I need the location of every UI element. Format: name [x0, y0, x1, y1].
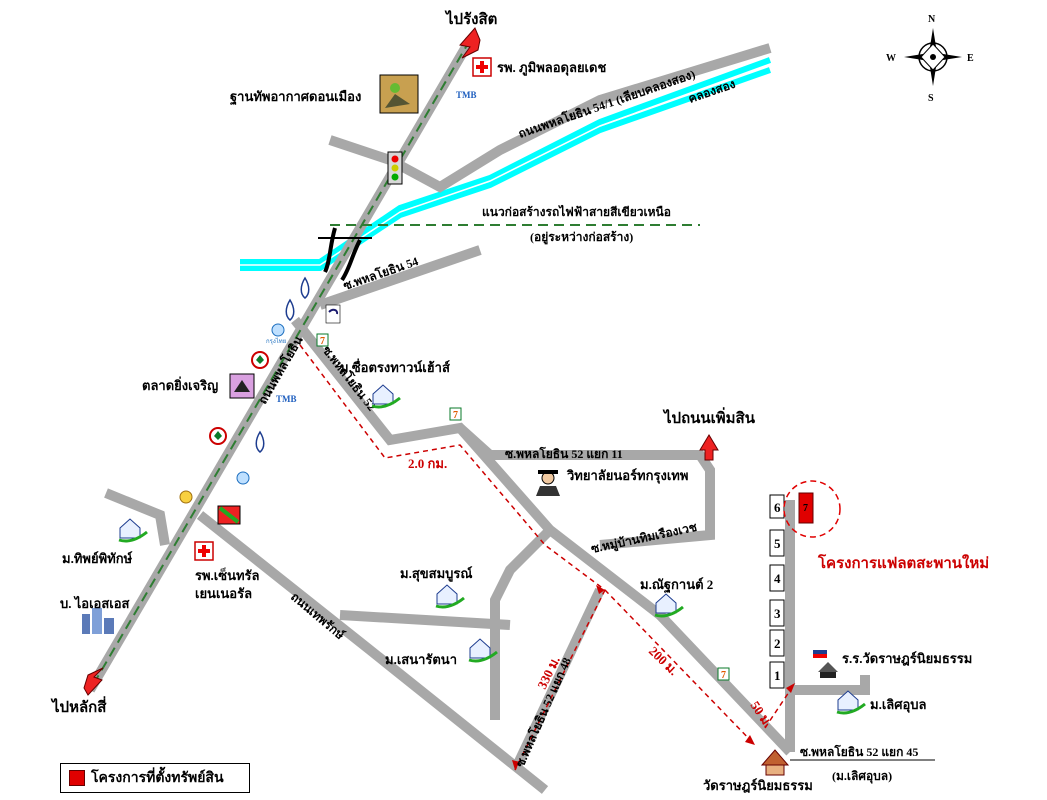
- shop-icon: [217, 505, 241, 525]
- building-label: 5: [774, 536, 781, 551]
- building-label: 1: [774, 668, 781, 683]
- destination-east: ไปถนนเพิ่มสิน: [662, 407, 756, 427]
- bridge-icon: [318, 227, 372, 282]
- village-suetrong-label: ม.ซื่อตรงทาวน์เฮ้าส์: [340, 358, 450, 375]
- school-label: ร.ร.วัดราษฎร์นิยมธรรม: [842, 651, 972, 667]
- hospital-bhumibol-label: รพ. ภูมิพลอดุลยเดช: [497, 60, 606, 76]
- skytrain-line: [89, 39, 700, 691]
- project-marker-label: 7: [803, 503, 808, 514]
- destination-north: ไปรังสิต: [444, 9, 497, 28]
- company-icon: [82, 608, 114, 634]
- bank-icon: [179, 276, 310, 504]
- arrow-east-icon: [699, 434, 719, 461]
- seven-eleven-label: 7: [320, 336, 325, 347]
- canal-khlong-song: [240, 57, 772, 271]
- distance-2km: 2.0 กม.: [408, 456, 447, 471]
- road-network: [85, 37, 870, 794]
- legend: โครงการที่ตั้งทรัพย์สิน: [60, 763, 250, 793]
- college-icon: [536, 470, 560, 496]
- compass-n: N: [928, 14, 936, 25]
- tmb-bank-label: TMB: [276, 394, 297, 404]
- arrow-north-icon: [459, 27, 481, 59]
- hospital-central-icon: [194, 541, 214, 561]
- seven-eleven-label: 7: [453, 410, 458, 421]
- tmb-bank-label: TMB: [456, 90, 477, 100]
- project-label: โครงการแฟลตสะพานใหม่: [817, 553, 989, 572]
- temple-label: วัดราษฎร์นิยมธรรม: [703, 778, 813, 794]
- company-label: บ. ไอเอสเอส: [60, 595, 130, 611]
- school-icon: [813, 650, 838, 678]
- road-soi52-45-sub-label: (ม.เลิศอุบล): [832, 769, 892, 784]
- seven-eleven-icon: [316, 333, 730, 681]
- airbase-label: ฐานทัพอากาศดอนเมือง: [230, 89, 361, 106]
- road-theprak-label: ถนนเทพรักษ์: [288, 590, 347, 643]
- building-label: 3: [774, 606, 781, 621]
- skytrain-sub-label: (อยู่ระหว่างก่อสร้าง): [530, 230, 633, 245]
- village-senarat-label: ม.เสนารัตนา: [385, 652, 457, 667]
- college-label: วิทยาลัยนอร์ทกรุงเทพ: [566, 468, 688, 484]
- project-marker: [783, 480, 841, 538]
- legend-swatch: [69, 770, 85, 786]
- village-thip-label: ม.ทิพย์พิทักษ์: [62, 551, 133, 566]
- airbase-icon: [379, 74, 419, 114]
- building-label: 2: [774, 636, 781, 651]
- legend-label: โครงการที่ตั้งทรัพย์สิน: [91, 771, 224, 786]
- building-label: 6: [774, 500, 781, 515]
- distance-200m: 200 ม.: [646, 643, 681, 678]
- compass-rose-icon: [904, 28, 962, 86]
- compass-e: E: [967, 53, 974, 64]
- village-sukhsom-label: ม.สุขสมบูรณ์: [400, 566, 472, 582]
- temple-icon: [760, 749, 790, 776]
- kasikorn-bank-icon: [209, 351, 269, 445]
- arrow-south-icon: [83, 667, 104, 696]
- road-soi52-label: ซ.พหลโยธิน 52: [320, 343, 380, 414]
- village-swoosh-icon: [118, 396, 866, 715]
- village-icon: [119, 384, 859, 711]
- skytrain-label: แนวก่อสร้างรถไฟฟ้าสายสีเขียวเหนือ: [482, 204, 671, 219]
- compass-s: S: [928, 93, 934, 104]
- traffic-light-icon: [387, 151, 403, 185]
- compass-w: W: [886, 53, 896, 64]
- market-label: ตลาดยิ่งเจริญ: [142, 376, 218, 394]
- hospital-central-label-2: เยนเนอรัล: [195, 586, 252, 601]
- village-nattakan-label: ม.ณัฐกานต์ 2: [640, 577, 713, 594]
- market-icon: [229, 373, 255, 399]
- road-soi52-11-label: ซ.พหลโยธิน 52 แยก 11: [505, 446, 623, 461]
- building-label: 4: [774, 571, 781, 586]
- destination-south: ไปหลักสี่: [50, 696, 107, 716]
- road-soi52-45-label: ซ.พหลโยธิน 52 แยก 45: [800, 744, 918, 759]
- route-arrowheads: [512, 585, 795, 770]
- gas-station-icon: [325, 304, 341, 324]
- village-lert-label: ม.เลิศอุบล: [870, 697, 927, 713]
- building-block: [769, 494, 785, 689]
- hospital-central-label: รพ.เซ็นทรัล: [195, 566, 260, 583]
- hospital-bhumibol-icon: [472, 57, 492, 77]
- seven-eleven-label: 7: [721, 670, 726, 681]
- krungthai-label: กรุงไทย: [266, 337, 286, 345]
